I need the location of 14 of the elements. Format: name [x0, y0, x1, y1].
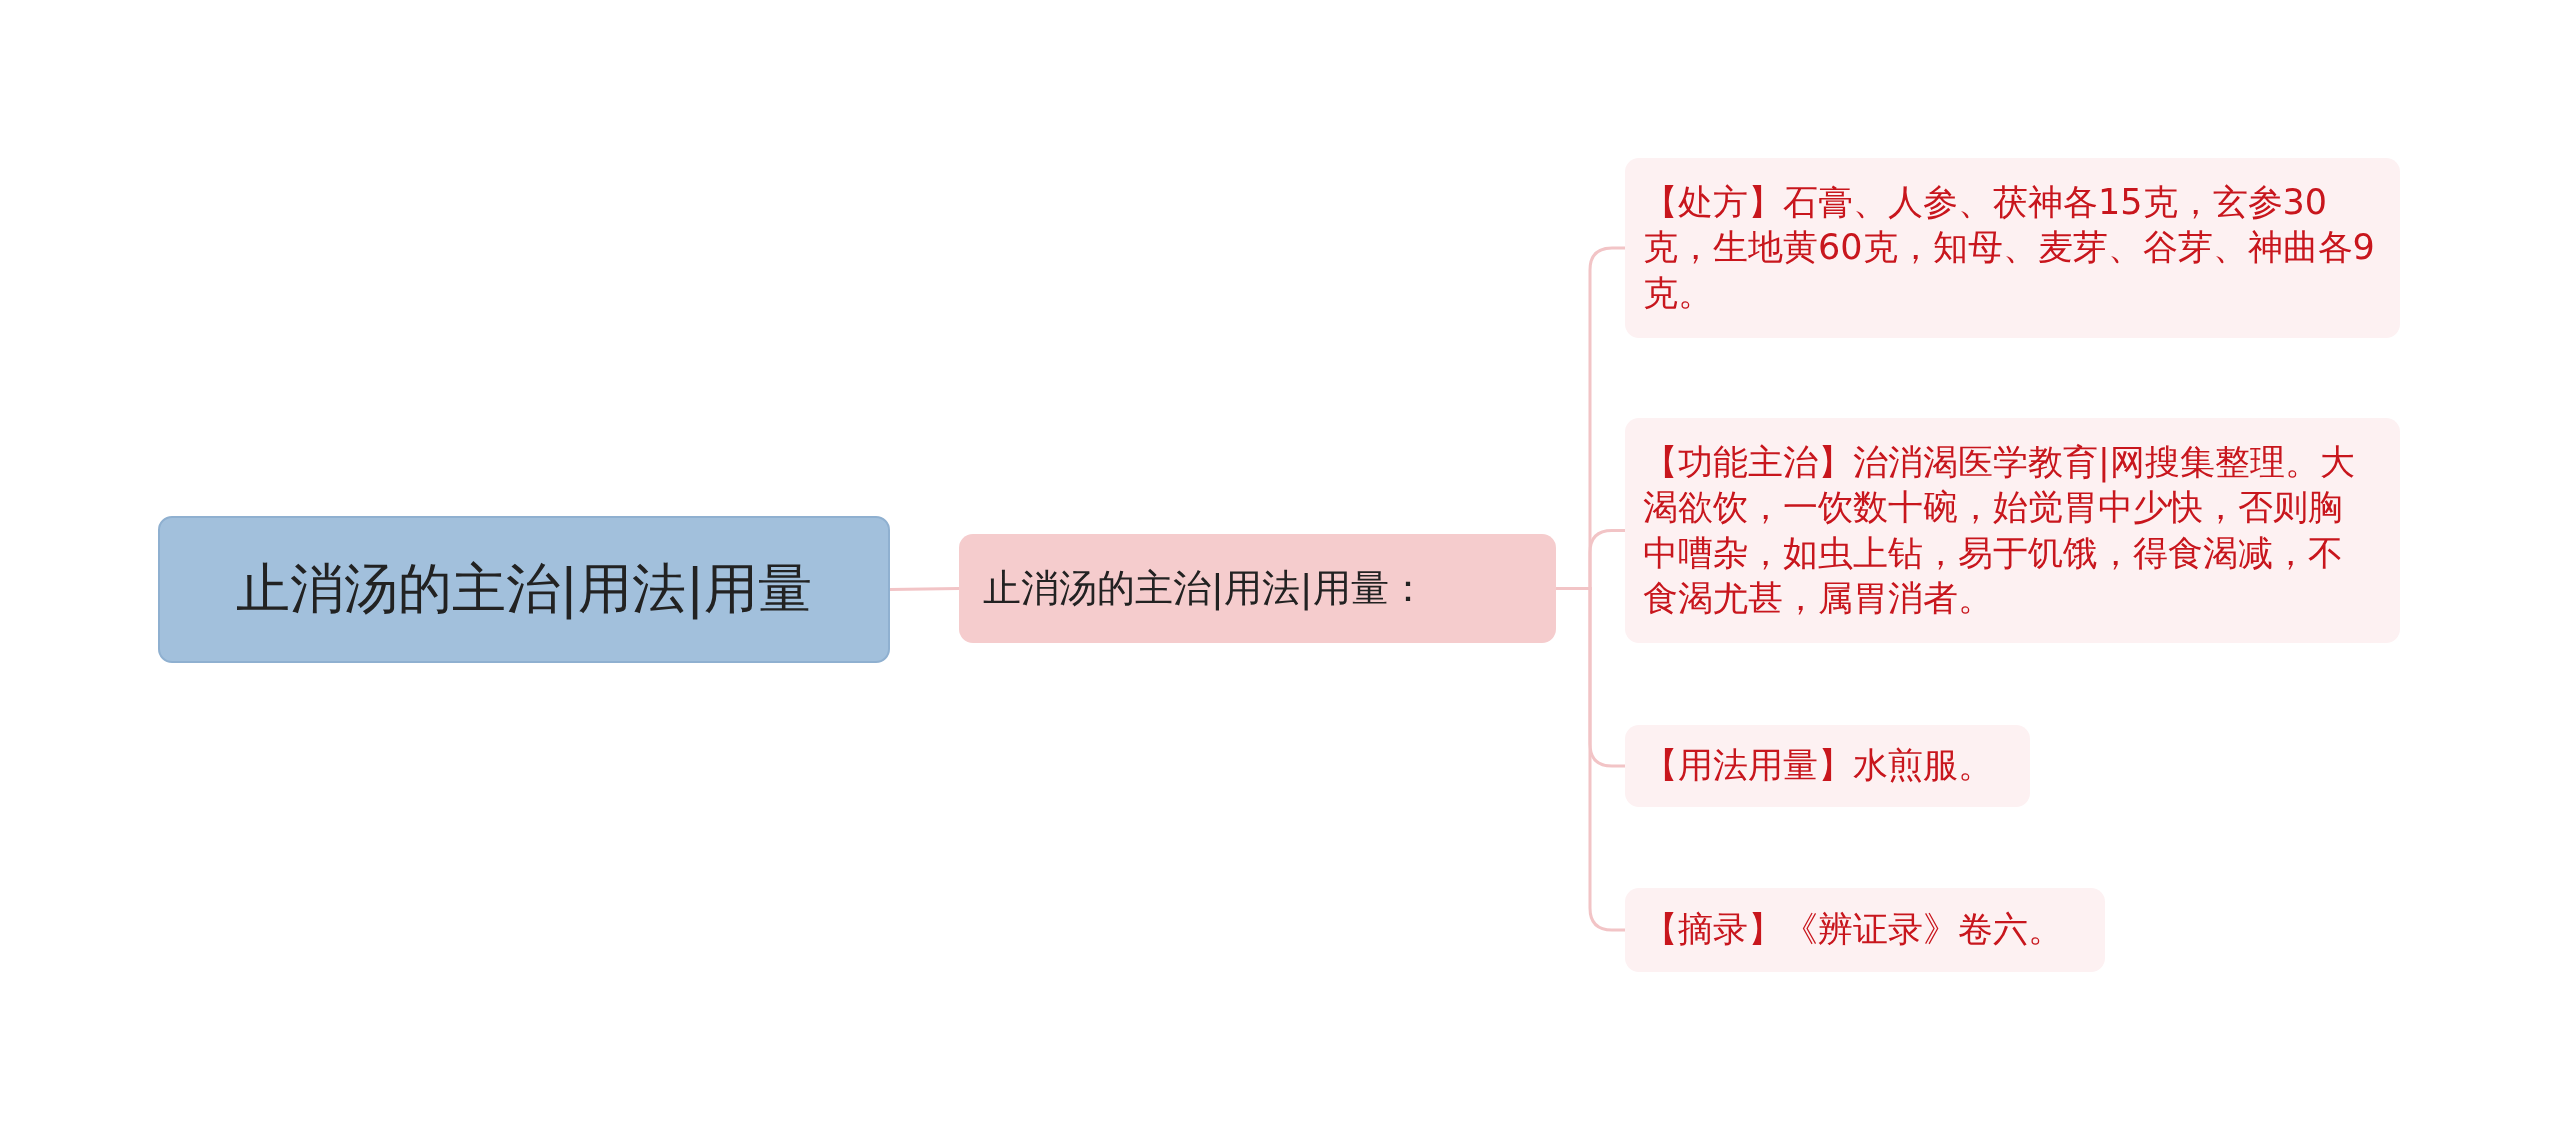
- detail-box: [1625, 418, 2400, 643]
- detail-box: [1625, 158, 2400, 338]
- node-text: 止消汤的主治|用法|用量: [235, 556, 813, 622]
- node-text: 止消汤的主治|用法|用量：: [983, 565, 1427, 613]
- node-text: 【功能主治】治消渴医学教育|网搜集整理。大渴欲饮，一饮数十碗，始觉胃中少快，否则胸中嘈杂，如虫上钻，易于饥饿，得食渴减，不食渴尤甚，属胃消者。: [1643, 440, 2356, 620]
- detail-box: [1625, 725, 2030, 807]
- connector-line: [1556, 587, 1625, 932]
- node-text: 【处方】石膏、人参、茯神各15克，玄参30克，生地黄60克，知母、麦芽、谷芽、神曲各9克。: [1643, 180, 2376, 315]
- connector-line: [889, 587, 960, 591]
- branch-box: [959, 534, 1556, 643]
- node-text: 【摘录】《辨证录》卷六。: [1643, 908, 2063, 952]
- detail-box: [1625, 888, 2105, 972]
- node-text: 【用法用量】水煎服。: [1643, 744, 1993, 788]
- topic-box: [158, 516, 890, 663]
